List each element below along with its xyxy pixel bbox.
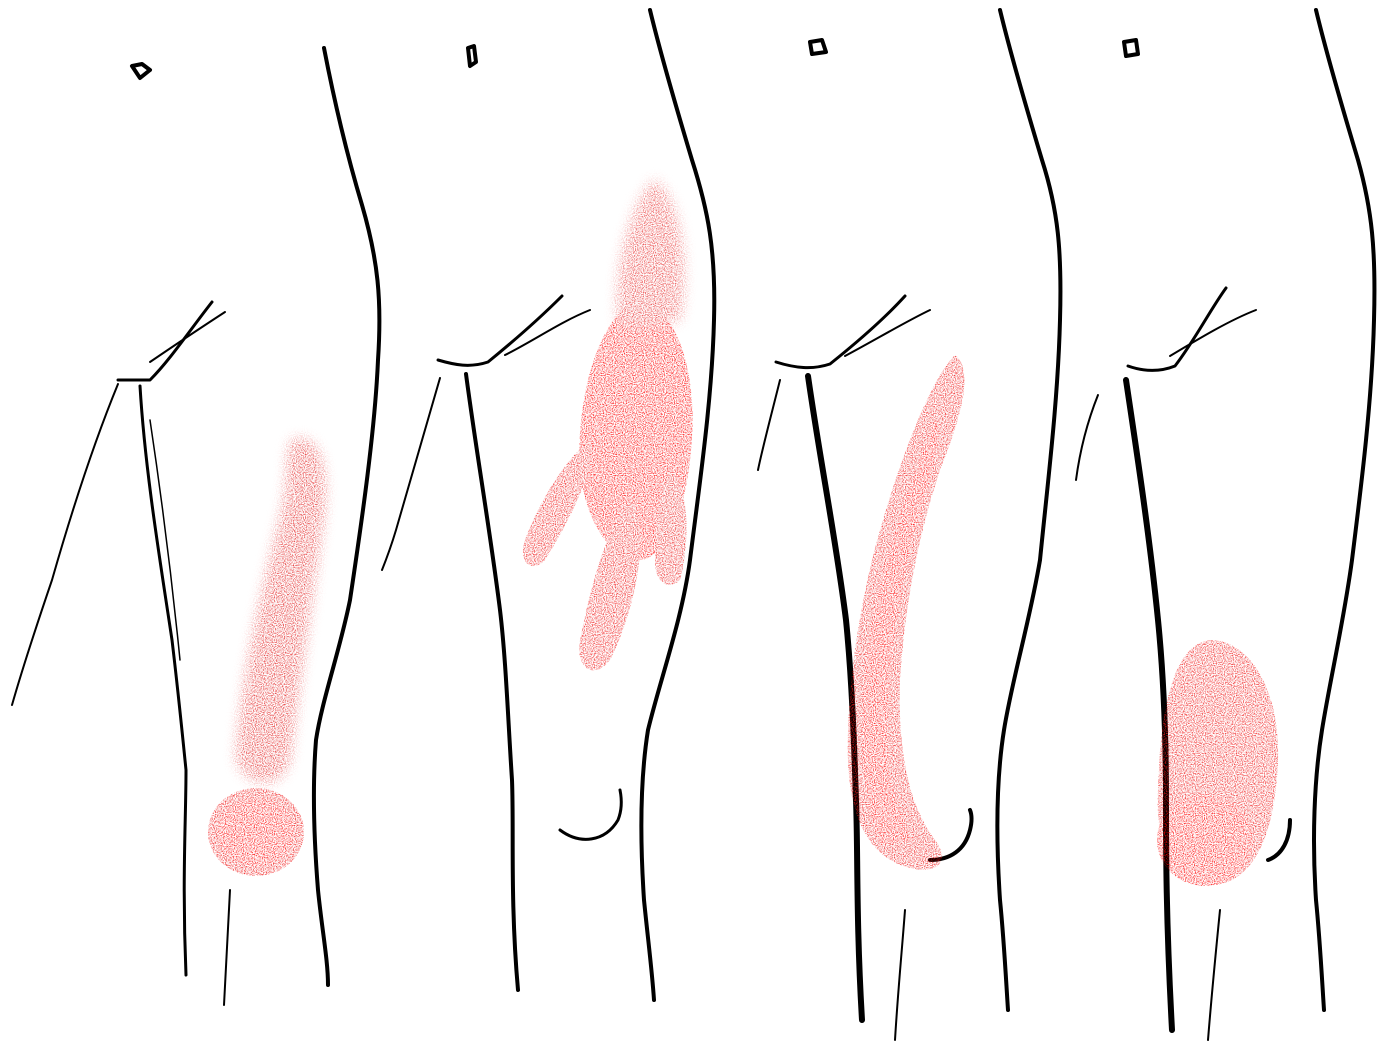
panel-3-torso-edge — [758, 380, 780, 470]
panel-4-inner-thigh — [1126, 380, 1172, 1030]
panel-4-pain-pattern — [1157, 640, 1278, 886]
panel-3-pain-band — [848, 355, 965, 870]
panel-2-pain-upper — [617, 180, 683, 330]
panel-4-pain-core — [1157, 794, 1253, 886]
panel-4-outer-contour — [1314, 10, 1374, 1010]
panel-4-torso-edge — [1076, 395, 1098, 480]
panel-1-knee-inner — [224, 890, 230, 1005]
panel-2-groin-line-b — [505, 310, 590, 355]
panel-3 — [758, 10, 1060, 1040]
panel-4-leg-outline — [1076, 10, 1374, 1040]
panel-4-head-mark — [1124, 40, 1138, 56]
panel-3-groin-line-a — [776, 296, 905, 368]
panel-1-head-mark — [132, 64, 150, 78]
panel-3-outer-contour — [997, 10, 1060, 1010]
panel-1-torso-edge — [12, 384, 118, 705]
panel-3-pain-pattern — [848, 355, 965, 870]
panel-3-head-mark — [810, 40, 826, 54]
panel-2-groin-line-a — [438, 296, 562, 365]
panel-1-pain-streak — [236, 438, 325, 782]
panel-4 — [1076, 10, 1374, 1040]
panel-4-groin-line-a — [1128, 288, 1226, 371]
panel-1-groin-line-b — [150, 312, 225, 362]
panel-2-inner-thigh — [466, 374, 518, 990]
panel-2-knee-cap — [560, 790, 621, 839]
panel-3-knee-inner — [895, 910, 905, 1040]
panel-2-torso-edge — [382, 378, 440, 570]
panel-4-groin-line-b — [1170, 310, 1256, 356]
panel-1-groin-line-a — [118, 302, 212, 380]
panel-1-inner-thigh-b — [150, 420, 180, 660]
panel-1-inner-thigh — [140, 386, 186, 975]
panel-1 — [12, 48, 379, 1005]
panel-2 — [382, 10, 714, 1000]
panel-1-leg-outline — [12, 48, 379, 1005]
panel-1-pain-pattern — [208, 438, 325, 876]
panel-2-head-mark — [468, 46, 476, 66]
panel-4-knee-hook — [1268, 820, 1290, 860]
panel-2-pain-pattern — [523, 180, 693, 670]
panel-2-pain-left-branch — [523, 440, 592, 566]
panel-4-knee-inner — [1208, 910, 1220, 1040]
panel-3-groin-line-b — [845, 310, 930, 356]
panel-1-pain-spot-core — [218, 798, 294, 866]
